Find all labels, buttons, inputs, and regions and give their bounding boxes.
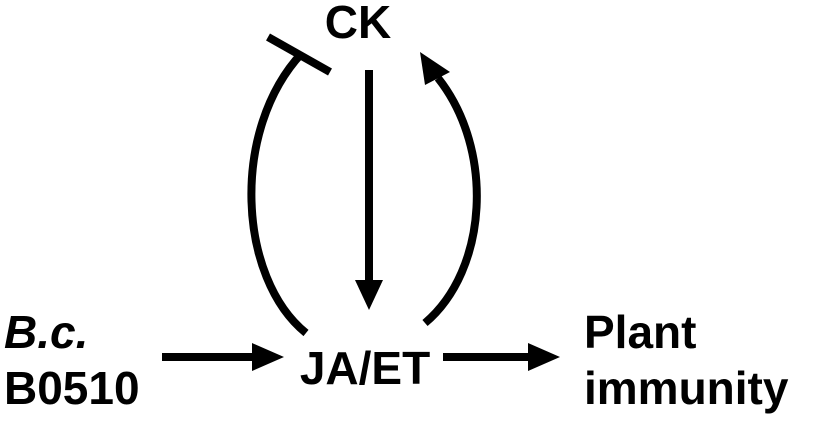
edge-bc-to-jaet-arrowhead <box>252 343 284 371</box>
edge-jaet-to-ck-inhibition-curve <box>247 50 309 337</box>
edge-jaet-to-plant-arrowhead <box>528 343 560 371</box>
edge-jaet-to-ck-activation-curve <box>422 75 481 327</box>
edge-ck-to-jaet <box>355 70 383 310</box>
edge-jaet-to-ck-activation <box>420 52 481 327</box>
edge-bc-to-jaet <box>162 343 284 371</box>
bc-node-label-line1: B.c. <box>4 306 88 358</box>
plant-node-label-line1: Plant <box>584 306 696 358</box>
ck-node-label: CK <box>325 0 391 48</box>
jaet-node-label: JA/ET <box>300 342 430 394</box>
edge-jaet-to-ck-inhibition-bar <box>266 33 332 76</box>
edge-jaet-to-ck-activation-arrowhead <box>420 52 450 85</box>
edge-ck-to-jaet-arrowhead <box>355 280 383 310</box>
bc-node-label-line2: B0510 <box>4 362 140 414</box>
edge-jaet-to-plant <box>443 343 560 371</box>
edge-jaet-to-ck-inhibition <box>247 33 332 337</box>
plant-node-label-line2: immunity <box>584 362 789 414</box>
